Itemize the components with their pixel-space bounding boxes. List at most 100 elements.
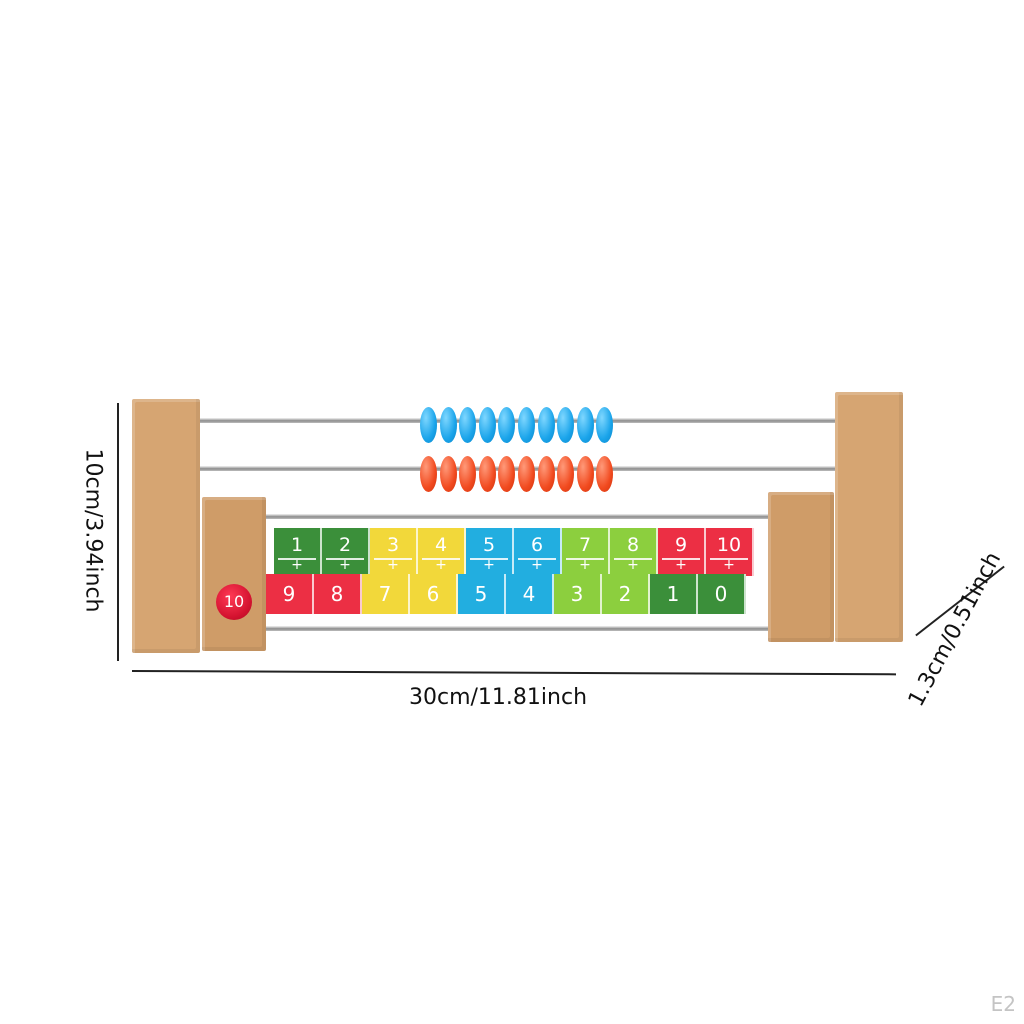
rod-top [195,418,840,423]
tile-number: 5 [482,534,496,556]
rod-third [262,514,774,519]
plus-sign: + [387,557,399,573]
tile-number: 7 [578,534,592,556]
tile-number: 8 [626,534,640,556]
tile-number: 1 [666,582,680,606]
red-bead [459,456,477,492]
addition-tile: 3+ [370,528,418,576]
height-dimension-label: 10cm/3.94inch [80,448,106,613]
tile-number: 8 [330,582,344,606]
subtraction-tile: 2 [602,574,650,614]
blue-bead [439,407,457,443]
red-bead [439,456,457,492]
rod-second [195,466,840,471]
right-outer-post [835,392,903,642]
right-inner-post [768,492,834,642]
plus-sign: + [723,557,735,573]
plus-sign: + [531,557,543,573]
tile-number: 6 [530,534,544,556]
plus-sign: + [291,557,303,573]
red-bead [498,456,516,492]
blue-bead-row [420,407,616,443]
tile-divider [518,558,556,560]
addition-tile: 1+ [274,528,322,576]
plus-sign: + [627,557,639,573]
tile-number: 1 [290,534,304,556]
tile-number: 9 [282,582,296,606]
blue-bead [596,407,614,443]
red-bead [537,456,555,492]
subtraction-tile: 0 [698,574,746,614]
tile-number: 3 [570,582,584,606]
subtraction-tile: 4 [506,574,554,614]
plus-sign: + [579,557,591,573]
plus-sign: + [435,557,447,573]
tile-divider [422,558,460,560]
red-counter-dot: 10 [216,584,252,620]
subtraction-tile: 5 [458,574,506,614]
subtraction-tile: 8 [314,574,362,614]
addition-tile: 7+ [562,528,610,576]
tile-divider [374,558,412,560]
blue-bead [576,407,594,443]
tile-number: 5 [474,582,488,606]
red-bead [420,456,437,492]
tile-divider [710,558,748,560]
height-dimension-line [117,403,119,661]
blue-bead [420,407,437,443]
blue-bead [459,407,477,443]
tile-number: 10 [716,534,742,556]
subtraction-tile: 9 [266,574,314,614]
tile-divider [662,558,700,560]
subtraction-tile-row: 9 8 7 6 5 4 3 2 1 0 [266,574,746,614]
red-bead [596,456,614,492]
plus-sign: + [675,557,687,573]
tile-divider [566,558,604,560]
tile-divider [614,558,652,560]
addition-tile-row: 1+2+3+4+5+6+7+8+9+10+ [274,528,754,576]
subtraction-tile: 3 [554,574,602,614]
tile-number: 2 [618,582,632,606]
tile-number: 9 [674,534,688,556]
tile-number: 0 [714,582,728,606]
subtraction-tile: 7 [362,574,410,614]
tile-divider [470,558,508,560]
blue-bead [498,407,516,443]
corner-mark-text: E2 [990,992,1016,1016]
left-inner-post [202,497,266,651]
red-bead [478,456,496,492]
width-dimension-label: 30cm/11.81inch [409,685,588,710]
tile-number: 7 [378,582,392,606]
left-outer-post [132,399,200,653]
blue-bead [537,407,555,443]
blue-bead [478,407,496,443]
depth-dimension-label: 1.3cm/0.51inch [903,548,1007,711]
blue-bead [557,407,575,443]
tile-number: 4 [522,582,536,606]
tile-divider [278,558,316,560]
tile-number: 4 [434,534,448,556]
addition-tile: 8+ [610,528,658,576]
red-bead [576,456,594,492]
red-bead [517,456,535,492]
red-bead-row [420,456,616,492]
subtraction-tile: 1 [650,574,698,614]
rod-bottom [262,626,774,631]
addition-tile: 10+ [706,528,754,576]
width-dimension-line [131,670,896,676]
tile-divider [326,558,364,560]
subtraction-tile: 6 [410,574,458,614]
blue-bead [517,407,535,443]
addition-tile: 4+ [418,528,466,576]
plus-sign: + [483,557,495,573]
tile-number: 3 [386,534,400,556]
addition-tile: 9+ [658,528,706,576]
tile-number: 2 [338,534,352,556]
red-bead [557,456,575,492]
addition-tile: 2+ [322,528,370,576]
tile-number: 6 [426,582,440,606]
addition-tile: 6+ [514,528,562,576]
addition-tile: 5+ [466,528,514,576]
plus-sign: + [339,557,351,573]
